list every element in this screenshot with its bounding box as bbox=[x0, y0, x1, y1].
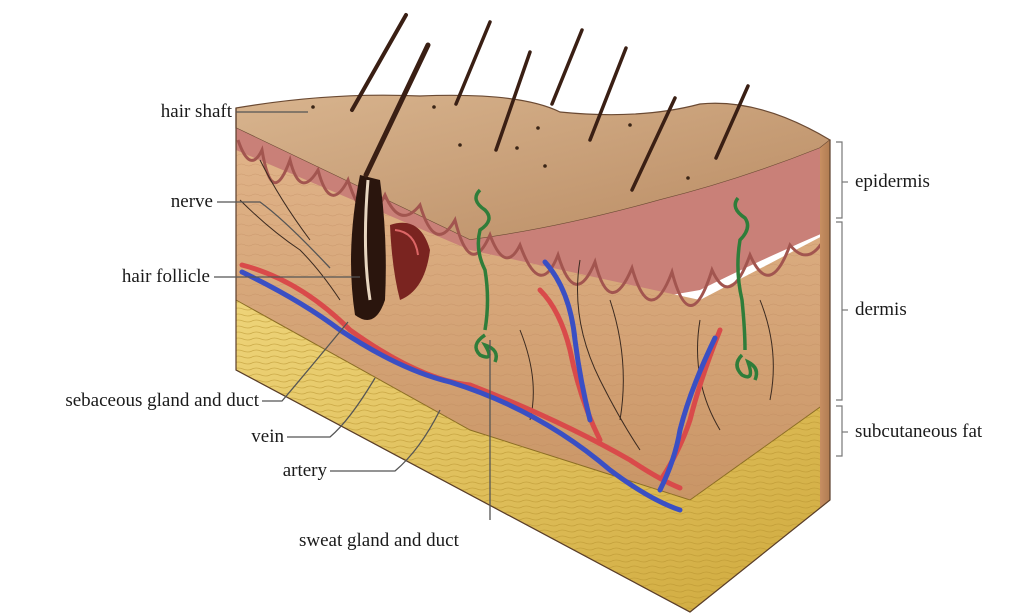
label-subcutaneous-fat: subcutaneous fat bbox=[855, 421, 982, 443]
layer-brackets bbox=[836, 142, 848, 456]
label-epidermis: epidermis bbox=[855, 171, 930, 193]
label-sebaceous-gland: sebaceous gland and duct bbox=[65, 390, 259, 412]
block-side-face bbox=[820, 140, 830, 508]
label-hair-shaft: hair shaft bbox=[161, 101, 232, 123]
label-artery: artery bbox=[283, 460, 327, 482]
label-hair-follicle: hair follicle bbox=[122, 266, 210, 288]
label-dermis: dermis bbox=[855, 299, 907, 321]
label-nerve: nerve bbox=[171, 191, 213, 213]
label-vein: vein bbox=[251, 426, 284, 448]
label-sweat-gland: sweat gland and duct bbox=[299, 530, 459, 552]
